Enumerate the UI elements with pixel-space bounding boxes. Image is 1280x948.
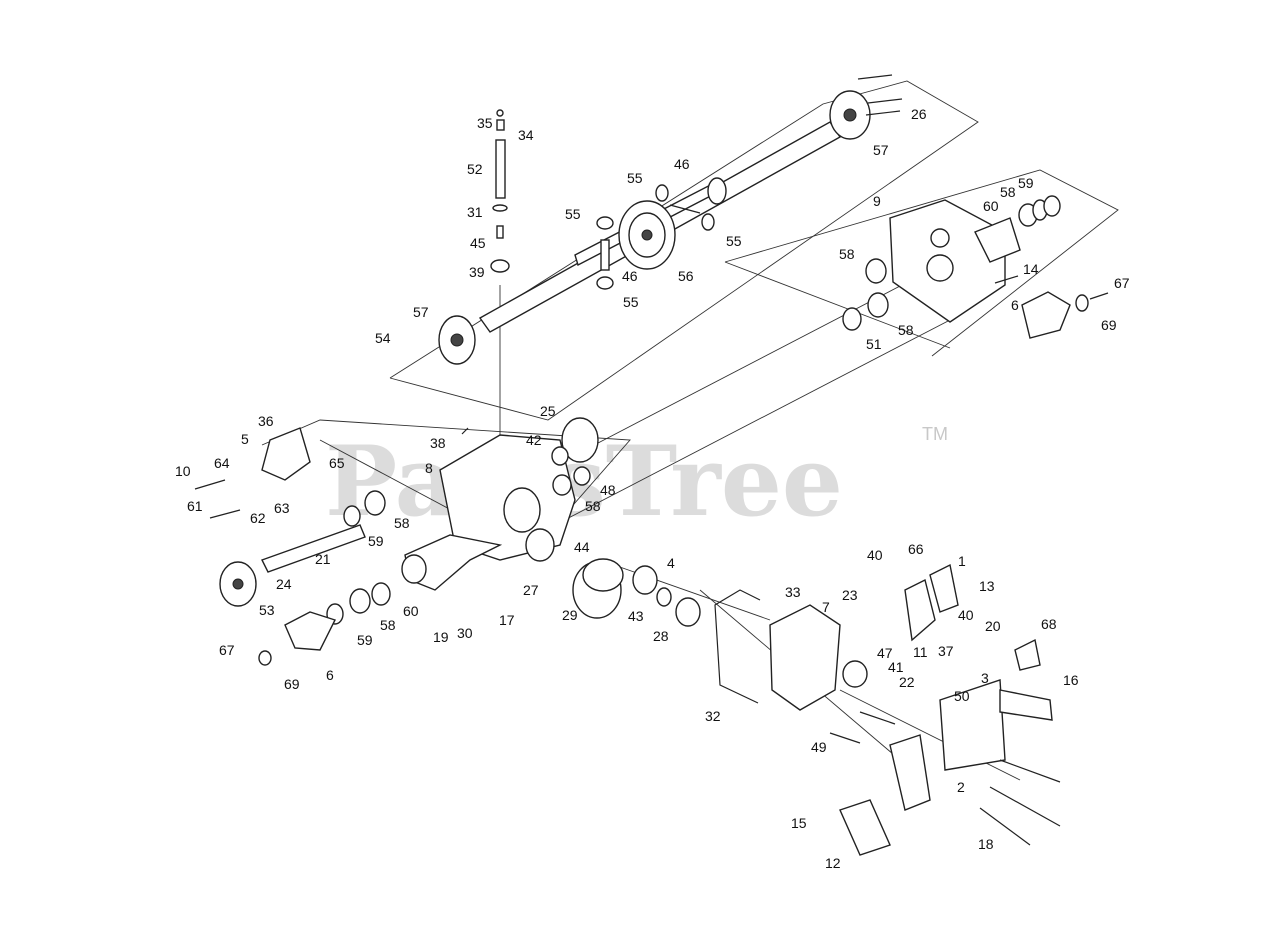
callout-c4: 4 xyxy=(667,555,675,571)
callout-c38: 38 xyxy=(430,435,446,451)
callout-c7: 7 xyxy=(822,599,830,615)
callout-c2: 2 xyxy=(957,779,965,795)
callout-c1: 1 xyxy=(958,553,966,569)
main-transaxle-housing xyxy=(401,417,599,591)
callout-c59a: 59 xyxy=(1018,175,1034,191)
callout-c64: 64 xyxy=(214,455,230,471)
callout-c39: 39 xyxy=(469,264,485,280)
callout-c12: 12 xyxy=(825,855,841,871)
callout-c69b: 69 xyxy=(284,676,300,692)
callout-c42: 42 xyxy=(526,432,542,448)
callout-c57b: 57 xyxy=(873,142,889,158)
callout-c58e: 58 xyxy=(585,498,601,514)
callout-c43: 43 xyxy=(628,608,644,624)
callout-c67a: 67 xyxy=(1114,275,1130,291)
callout-c53: 53 xyxy=(259,602,275,618)
upper-axle-assembly xyxy=(438,74,903,365)
callout-c50: 50 xyxy=(954,688,970,704)
callout-c58a: 58 xyxy=(1000,184,1016,200)
callout-c11: 11 xyxy=(913,644,928,660)
callout-c28: 28 xyxy=(653,628,669,644)
callout-c16: 16 xyxy=(1063,672,1079,688)
callout-c17: 17 xyxy=(499,612,515,628)
callout-c63: 63 xyxy=(274,500,290,516)
callout-c24: 24 xyxy=(276,576,292,592)
callout-c65: 65 xyxy=(329,455,345,471)
callout-c48: 48 xyxy=(600,482,616,498)
callout-c69a: 69 xyxy=(1101,317,1117,333)
callout-c55b: 55 xyxy=(565,206,581,222)
callout-c10: 10 xyxy=(175,463,191,479)
callout-c14: 14 xyxy=(1023,261,1039,277)
callout-c5: 5 xyxy=(241,431,249,447)
callout-c57a: 57 xyxy=(413,304,429,320)
callout-c55a: 55 xyxy=(627,170,643,186)
callout-c35: 35 xyxy=(477,115,493,131)
callout-c58f: 58 xyxy=(380,617,396,633)
callout-c54: 54 xyxy=(375,330,391,346)
right-housing-cover xyxy=(842,195,1109,339)
callout-c59c: 59 xyxy=(357,632,373,648)
callout-c9: 9 xyxy=(873,193,881,209)
callout-c51: 51 xyxy=(866,336,882,352)
callout-c34: 34 xyxy=(518,127,534,143)
callout-c6b: 6 xyxy=(326,667,334,683)
callout-c46b: 46 xyxy=(622,268,638,284)
left-axle-hub xyxy=(194,427,391,666)
callout-c49: 49 xyxy=(811,739,827,755)
callout-c33: 33 xyxy=(785,584,801,600)
callout-c58d: 58 xyxy=(394,515,410,531)
trademark-symbol: TM xyxy=(922,424,948,444)
callout-c40b: 40 xyxy=(958,607,974,623)
callout-c46a: 46 xyxy=(674,156,690,172)
callout-c37: 37 xyxy=(938,643,954,659)
callout-c45: 45 xyxy=(470,235,486,251)
callout-c55d: 55 xyxy=(623,294,639,310)
callout-c22: 22 xyxy=(899,674,915,690)
callout-c3: 3 xyxy=(981,670,989,686)
callout-c26: 26 xyxy=(911,106,927,122)
callout-c41: 41 xyxy=(888,659,904,675)
callout-c15: 15 xyxy=(791,815,807,831)
callout-c59b: 59 xyxy=(368,533,384,549)
vertical-shaft-stack xyxy=(490,109,510,273)
callout-c47: 47 xyxy=(877,645,893,661)
callout-c52: 52 xyxy=(467,161,483,177)
callout-c25: 25 xyxy=(540,403,556,419)
callout-c68: 68 xyxy=(1041,616,1057,632)
callout-c30: 30 xyxy=(457,625,473,641)
callout-c6a: 6 xyxy=(1011,297,1019,313)
callout-c60b: 60 xyxy=(403,603,419,619)
callout-c60a: 60 xyxy=(983,198,999,214)
callout-c58c: 58 xyxy=(898,322,914,338)
callout-c19: 19 xyxy=(433,629,449,645)
callout-c66: 66 xyxy=(908,541,924,557)
callout-c27: 27 xyxy=(523,582,539,598)
callout-c21: 21 xyxy=(315,551,331,567)
callout-c36: 36 xyxy=(258,413,274,429)
filter-pump-group xyxy=(572,558,701,627)
callout-c62: 62 xyxy=(250,510,266,526)
callout-c8: 8 xyxy=(425,460,433,476)
callout-c20: 20 xyxy=(985,618,1001,634)
callout-c18: 18 xyxy=(978,836,994,852)
callout-c31: 31 xyxy=(467,204,483,220)
callout-c44: 44 xyxy=(574,539,590,555)
hydro-pump-housing xyxy=(714,563,1061,856)
callout-c23: 23 xyxy=(842,587,858,603)
callout-c67b: 67 xyxy=(219,642,235,658)
callout-c58b: 58 xyxy=(839,246,855,262)
callout-c55c: 55 xyxy=(726,233,742,249)
callout-c56: 56 xyxy=(678,268,694,284)
callout-c32: 32 xyxy=(705,708,721,724)
callout-c40a: 40 xyxy=(867,547,883,563)
callout-c29: 29 xyxy=(562,607,578,623)
callout-c61: 61 xyxy=(187,498,203,514)
callout-c13: 13 xyxy=(979,578,995,594)
